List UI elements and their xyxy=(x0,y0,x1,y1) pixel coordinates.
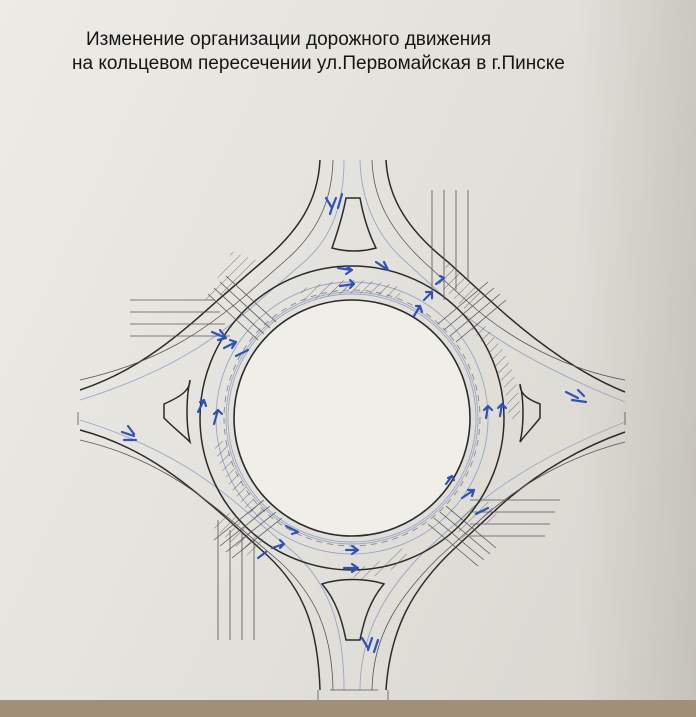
lane-arrows xyxy=(120,192,588,654)
pedestrian-crossings xyxy=(77,190,626,702)
hatched-areas xyxy=(205,252,521,580)
title-line-2: на кольцевом пересечении ул.Первомайская… xyxy=(72,53,565,74)
table-surface xyxy=(0,700,696,717)
paper-shadow xyxy=(576,0,696,717)
central-island xyxy=(233,299,471,537)
title-line-1: Изменение организации дорожного движения xyxy=(86,29,492,50)
